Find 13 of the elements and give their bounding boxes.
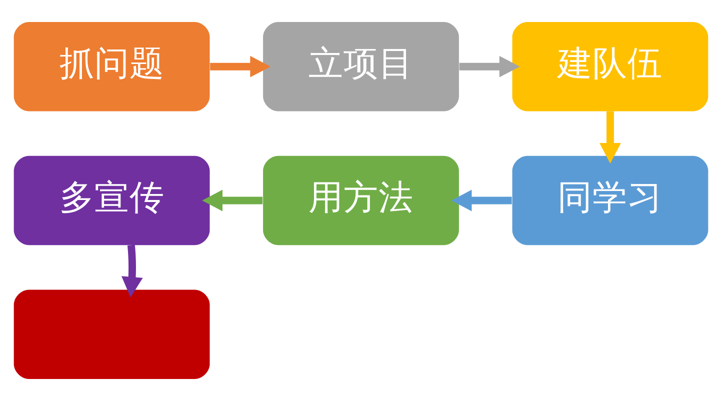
- node-box: 立项目: [263, 21, 459, 111]
- node-box: 抓问题: [14, 21, 210, 111]
- arrow: [202, 189, 263, 211]
- arrow: [600, 110, 621, 163]
- arrow: [459, 55, 520, 77]
- node-box: 多宣传: [14, 155, 210, 245]
- arrow: [451, 189, 512, 211]
- node-box: 同学习: [512, 155, 708, 245]
- node-box: [14, 289, 210, 379]
- node-box: 建队伍: [512, 21, 708, 111]
- arrow: [210, 55, 271, 77]
- arrow: [121, 244, 143, 297]
- node-box: 用方法: [263, 155, 459, 245]
